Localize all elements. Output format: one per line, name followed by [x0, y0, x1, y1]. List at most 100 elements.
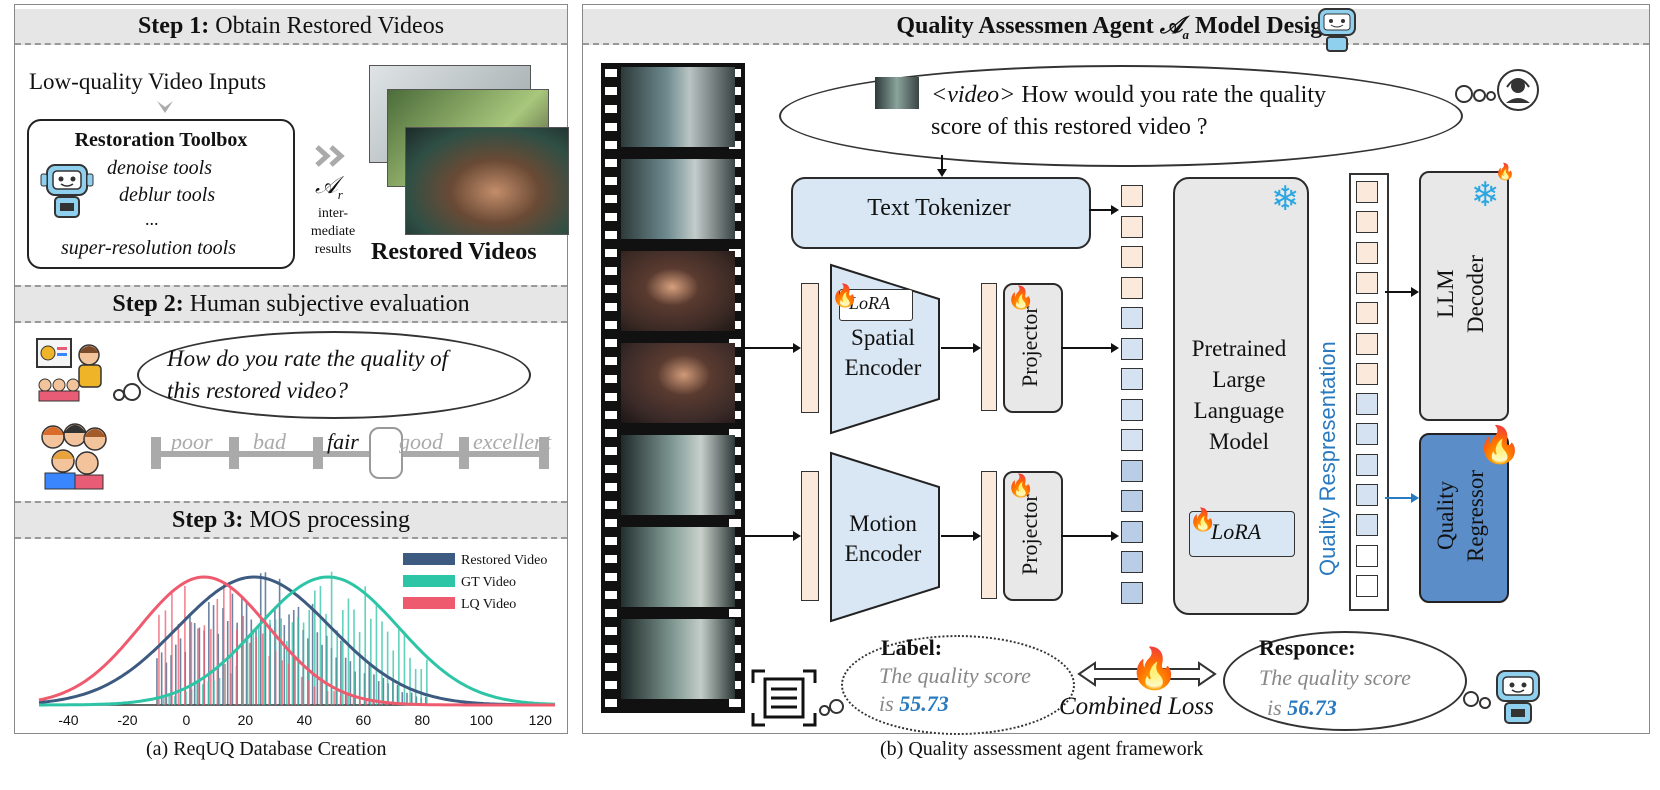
- repr-token: [1356, 393, 1378, 416]
- repr-token: [1356, 514, 1378, 537]
- left-caption: (a) ReqUQ Database Creation: [146, 738, 387, 760]
- repr-token: [1356, 211, 1378, 234]
- input-token: [1121, 246, 1143, 268]
- user-headset-icon: [1497, 69, 1539, 111]
- legend-swatch: [403, 553, 455, 565]
- thought-dot: [123, 383, 141, 401]
- x-tick-label: 20: [238, 712, 254, 728]
- rating-scale-track: [151, 451, 549, 457]
- density-curve: [39, 575, 556, 707]
- input-label: Low-quality Video Inputs: [29, 69, 267, 94]
- arrow-repr-to-regressor: [1385, 493, 1419, 503]
- robot-agent-icon: [1496, 670, 1540, 724]
- flame-icon: 🔥: [1477, 425, 1522, 465]
- prompt-text: <video> How would you rate the quality s…: [931, 82, 1326, 140]
- prompt-thumbnail: [875, 77, 919, 109]
- video-frame: [621, 343, 735, 423]
- spatial-lora-label: LoRA: [849, 293, 891, 313]
- repr-token: [1356, 362, 1378, 385]
- response-score: 56.73: [1287, 695, 1337, 720]
- x-tick-label: 100: [470, 712, 494, 728]
- rating-tick: [313, 437, 323, 469]
- left-panel: Step 1: Obtain Restored Videos Low-quali…: [14, 4, 569, 734]
- restoration-toolbox: Restoration Toolbox denoise tools deblur…: [27, 119, 295, 269]
- document-scan-icon: [751, 669, 817, 727]
- rating-tick: [151, 437, 161, 469]
- repr-token: [1356, 302, 1378, 325]
- arrow-motion-proj-to-tokens: [1061, 531, 1119, 541]
- repr-token: [1356, 574, 1378, 597]
- step1-header: Step 1: Obtain Restored Videos: [15, 9, 567, 45]
- motion-encoder-shape: [830, 451, 940, 623]
- x-tick-label: 60: [356, 712, 372, 728]
- video-frame: [621, 619, 735, 699]
- rating-tick: [459, 437, 469, 469]
- rating-slider-thumb[interactable]: [369, 427, 403, 479]
- intermediate-results-label: inter- mediate results: [310, 206, 356, 257]
- repr-token: [1356, 544, 1378, 567]
- arrow-prompt-to-tokenizer: [937, 155, 947, 177]
- flame-icon: 🔥: [1129, 646, 1179, 691]
- flame-icon: 🔥: [1495, 164, 1515, 181]
- repr-token: [1356, 453, 1378, 476]
- spatial-feature-bar: [801, 283, 819, 413]
- flame-icon: 🔥: [1007, 473, 1035, 498]
- legend-label: GT Video: [461, 575, 516, 590]
- agent-r-symbol: 𝒜r: [315, 173, 343, 202]
- snowflake-icon: ❄: [1471, 177, 1500, 214]
- input-token: [1121, 307, 1143, 329]
- input-token: [1121, 185, 1143, 207]
- llm-lora-label: LoRA: [1211, 519, 1262, 544]
- label-cloud: [841, 635, 1075, 735]
- crowd-icon: [41, 423, 107, 490]
- density-curve: [38, 575, 555, 707]
- arrow-motion-to-projector: [941, 531, 981, 541]
- x-tick-label: 120: [529, 712, 553, 728]
- thought-dot: [1473, 89, 1486, 102]
- text-tokenizer-label: Text Tokenizer: [867, 195, 1011, 221]
- input-token: [1121, 276, 1143, 299]
- arrow-frames-to-motion: [743, 531, 801, 541]
- motion-feature-bar: [801, 471, 819, 601]
- arrow-frames-to-spatial: [743, 343, 801, 353]
- repr-token: [1356, 271, 1378, 294]
- input-token: [1121, 429, 1143, 451]
- x-tick-label: -20: [117, 712, 137, 728]
- quality-representation-label: Quality Respresentation: [1315, 341, 1340, 577]
- combined-loss-label: Combined Loss: [1059, 693, 1214, 720]
- flame-icon: 🔥: [1007, 285, 1035, 310]
- input-token: [1121, 368, 1143, 390]
- input-token: [1121, 215, 1143, 238]
- rating-fair: fair: [327, 429, 359, 454]
- legend-label: LQ Video: [461, 597, 516, 612]
- thought-dot: [1455, 85, 1473, 103]
- tool-deblur: deblur tools: [119, 184, 216, 206]
- rating-good: good: [399, 429, 443, 454]
- rating-tick: [539, 437, 549, 469]
- double-arrow-icon: [1077, 661, 1217, 687]
- response-title: Responce:: [1259, 635, 1356, 660]
- thought-dot: [1486, 91, 1496, 101]
- repr-token: [1356, 241, 1378, 264]
- right-header: Quality Assessmen Agent 𝒜a Model Design: [583, 9, 1649, 45]
- robot-agent-icon: [40, 164, 94, 218]
- rating-poor: poor: [171, 429, 213, 454]
- response-text: The quality score: [1259, 665, 1411, 690]
- spatial-projector: [1003, 283, 1063, 413]
- x-tick-label: 80: [415, 712, 431, 728]
- chevron-right-icon: [315, 145, 345, 167]
- legend-label: Restored Video: [461, 553, 547, 568]
- thought-dot: [1463, 691, 1479, 707]
- repr-token: [1356, 181, 1378, 203]
- video-frame: [621, 67, 735, 147]
- robot-agent-icon: [1318, 8, 1356, 52]
- rating-bad: bad: [253, 429, 286, 454]
- repr-token-frame: [1349, 173, 1389, 611]
- input-token: [1121, 337, 1143, 360]
- step3-header: Step 3: MOS processing: [15, 501, 567, 539]
- snowflake-icon: ❄: [1271, 181, 1300, 218]
- llm-lora-box: [1189, 511, 1295, 557]
